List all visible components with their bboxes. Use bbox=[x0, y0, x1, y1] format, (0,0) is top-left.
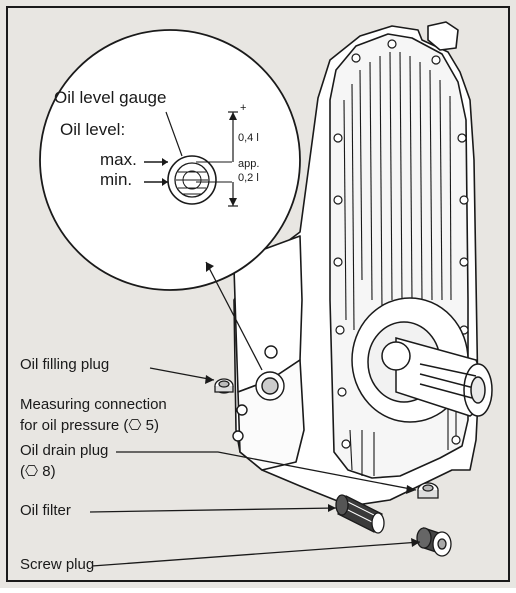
oil-filling-plug-label: Oil filling plug bbox=[20, 356, 110, 373]
oil-drain-plug-label-2: (⎔ 8) bbox=[20, 463, 56, 480]
cooling-ribs bbox=[343, 51, 457, 476]
oil-filter-part bbox=[335, 494, 385, 534]
gauge-title: Oil level gauge bbox=[54, 88, 167, 107]
output-shaft bbox=[351, 297, 493, 423]
upper-volume-value: 0,4 l bbox=[238, 132, 259, 144]
magnifier-leader bbox=[205, 261, 263, 371]
cover-bolts bbox=[333, 39, 469, 449]
gauge-title-leader bbox=[165, 111, 183, 157]
panel-border bbox=[6, 6, 510, 582]
oil-filling-plug-part bbox=[214, 378, 234, 394]
screw-plug-label: Screw plug bbox=[20, 556, 95, 573]
leader-oil-filter bbox=[89, 507, 337, 513]
magnifier-circle bbox=[39, 29, 301, 291]
measuring-connection-label-1: Measuring connection bbox=[20, 396, 167, 413]
oil-level-label: Oil level: bbox=[60, 120, 126, 139]
max-label: max. bbox=[100, 150, 137, 169]
leader-screw-plug bbox=[91, 541, 421, 567]
measuring-connection-label-2: for oil pressure (⎔ 5) bbox=[20, 417, 159, 434]
callout-leaders bbox=[89, 367, 421, 567]
oil-drain-plug-label-1: Oil drain plug bbox=[20, 442, 109, 459]
oil-drain-plug-part bbox=[417, 482, 439, 499]
lower-volume-value: 0,2 l bbox=[238, 172, 259, 184]
oil-filter-label: Oil filter bbox=[20, 502, 71, 519]
leader-oil-filling-plug bbox=[149, 367, 215, 381]
callout-arrowheads bbox=[205, 375, 420, 547]
leader-oil-drain-plug bbox=[116, 451, 417, 491]
approx-label: app. bbox=[238, 158, 260, 170]
screw-plug-part bbox=[416, 527, 452, 557]
plus-sign: + bbox=[240, 102, 247, 114]
min-label: min. bbox=[100, 170, 133, 189]
side-gauge-window bbox=[232, 345, 285, 442]
